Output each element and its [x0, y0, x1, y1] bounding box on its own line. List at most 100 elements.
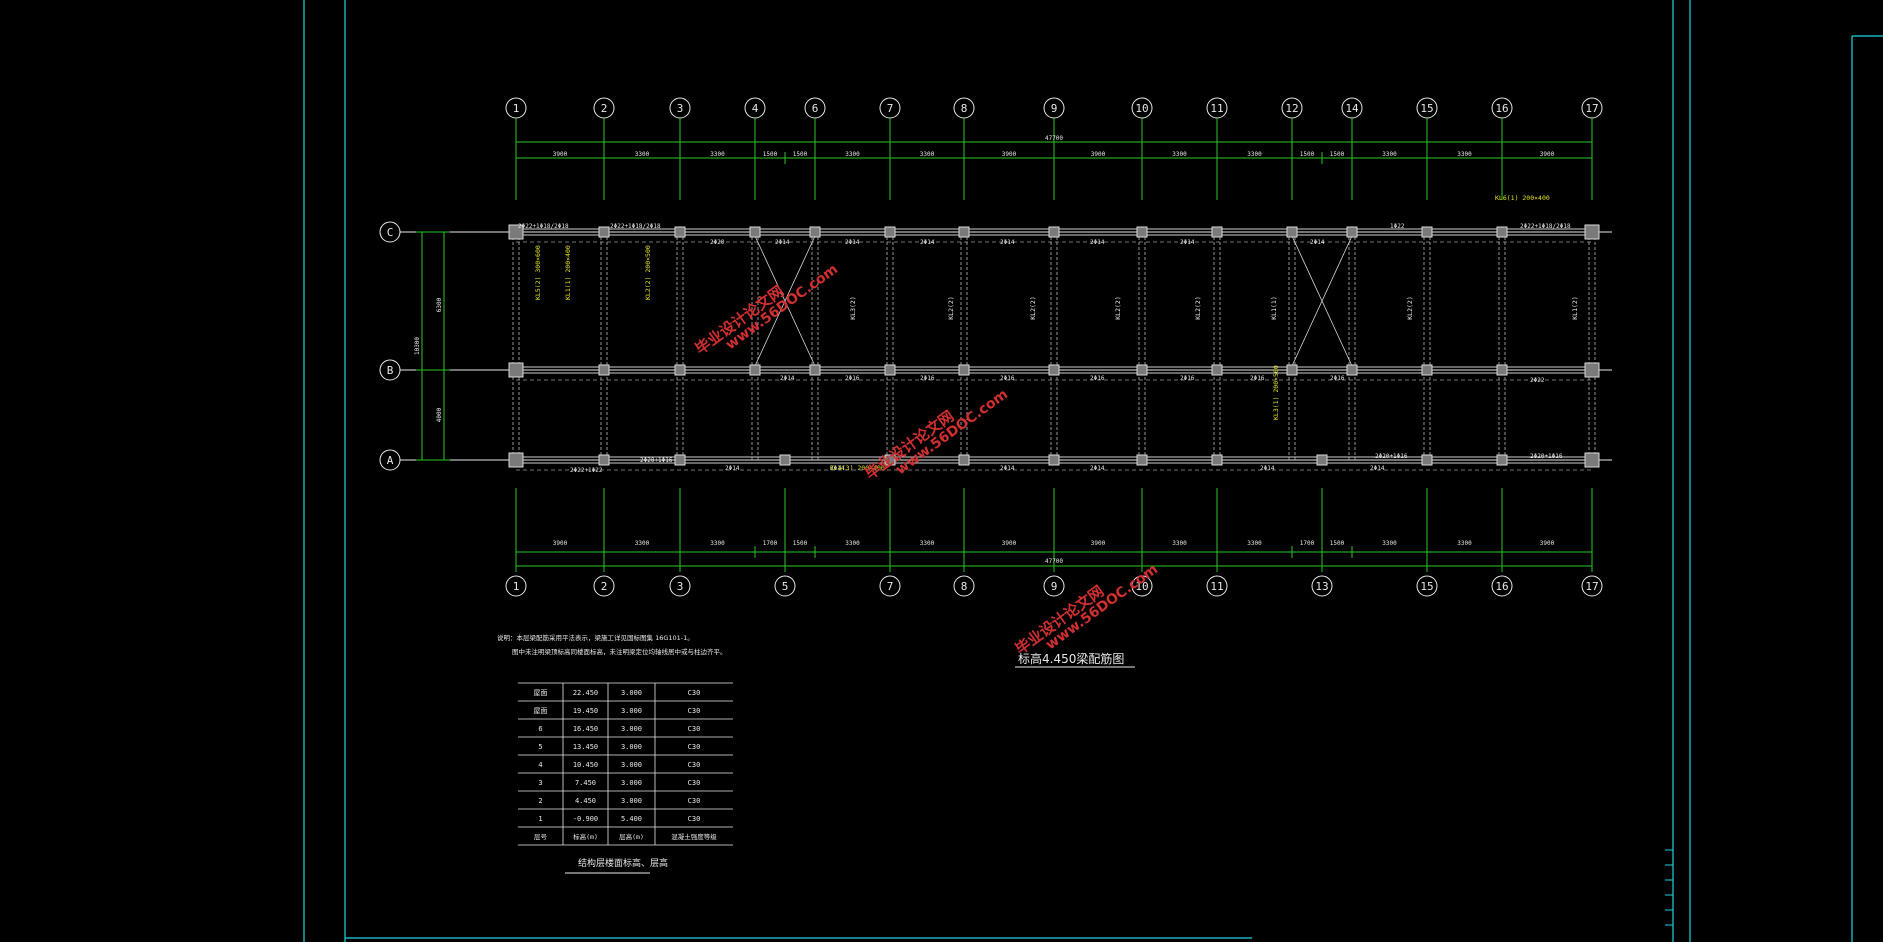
table-cell: 3.000 [621, 725, 642, 733]
beam-label: 2Φ16 [920, 375, 935, 382]
column [1496, 226, 1508, 238]
beam-label-vertical: KL2(2) [1194, 296, 1202, 319]
column [598, 364, 610, 376]
beam-label: 2Φ14 [1260, 465, 1275, 472]
column [674, 364, 686, 376]
table-cell: 3.000 [621, 743, 642, 751]
beam-label: 2Φ14 [1180, 239, 1195, 246]
beam-label: 2Φ22+1Φ18/2Φ18 [610, 223, 661, 230]
column [1048, 454, 1060, 466]
column [1211, 454, 1223, 466]
axis-bubble-bottom-circle [953, 575, 975, 597]
beam-label-vertical: KL2(2) [1406, 296, 1414, 319]
beam-annotation-yellow: KL3(1) 200×500 [1272, 365, 1280, 420]
table-header-cell: 混凝土强度等级 [671, 832, 717, 841]
beam-label: 2Φ14 [780, 375, 795, 382]
axis-bubble-left: B [387, 364, 394, 377]
beam-label: 2Φ14 [1090, 465, 1105, 472]
table-cell: 4 [538, 761, 542, 769]
beam-label: 2Φ14 [1000, 239, 1015, 246]
table-cell: 13.450 [573, 743, 598, 751]
table-cell: C30 [688, 797, 701, 805]
table-cell: 3.000 [621, 689, 642, 697]
table-cell: 16.450 [573, 725, 598, 733]
beam-label: 2Φ14 [845, 239, 860, 246]
axis-bubble-bottom-circle [1043, 575, 1065, 597]
column [1346, 226, 1358, 238]
beam-label: 1Φ22 [1390, 223, 1405, 230]
table-cell: 4.450 [575, 797, 596, 805]
table-cell: 3.000 [621, 797, 642, 805]
column [1136, 454, 1148, 466]
axis-bubble-top: 7 [887, 102, 894, 115]
table-cell: 屋面 [534, 707, 548, 715]
dim-label-top: 3300 [1247, 151, 1262, 158]
dim-label-top: 3300 [635, 151, 650, 158]
dim-label-bottom: 3900 [553, 540, 568, 547]
axis-bubble-top: 15 [1420, 102, 1433, 115]
column [958, 226, 970, 238]
column [809, 226, 821, 238]
column [1136, 364, 1148, 376]
beam-label: 2Φ16 [1250, 375, 1265, 382]
column [1421, 364, 1433, 376]
column [749, 226, 761, 238]
beam-label-vertical: KL1(1) [1270, 296, 1278, 319]
beam-annotation-yellow: KL5(2) 300×600 [534, 245, 542, 300]
dim-label-bottom: 1700 [1300, 540, 1315, 547]
column [1496, 364, 1508, 376]
axis-bubble-bottom-circle [1206, 575, 1228, 597]
title-block-ticks [1665, 849, 1673, 926]
total-dim-bottom: 47700 [1045, 558, 1063, 565]
column [1211, 226, 1223, 238]
axis-bubble-bottom-circle [1311, 575, 1333, 597]
table-cell: 5 [538, 743, 542, 751]
axis-bubble-bottom: 10 [1135, 580, 1148, 593]
beam-label: 2Φ14 [1310, 239, 1325, 246]
beam-annotation-yellow: KL6(1) 200×400 [1495, 194, 1550, 202]
axis-bubble-top: 8 [961, 102, 968, 115]
axis-bubble-left: A [387, 454, 394, 467]
table-cell: C30 [688, 761, 701, 769]
axis-bubble-bottom: 16 [1495, 580, 1508, 593]
axis-bubble-top: 9 [1051, 102, 1058, 115]
beam-label: 2Φ16 [1090, 375, 1105, 382]
axis-bubble-bottom-circle [774, 575, 796, 597]
dim-label-top: 3900 [1540, 151, 1555, 158]
column [1584, 452, 1600, 468]
column [674, 226, 686, 238]
column [958, 364, 970, 376]
axis-bubble-top: 17 [1585, 102, 1598, 115]
column [1211, 364, 1223, 376]
table-cell: 6 [538, 725, 542, 733]
column [1286, 226, 1298, 238]
column [749, 364, 761, 376]
dim-label-left-total: 10300 [414, 337, 421, 355]
dim-label-bottom: 3900 [1091, 540, 1106, 547]
dim-label-top: 3900 [1091, 151, 1106, 158]
column [598, 454, 610, 466]
axis-bubble-bottom: 11 [1210, 580, 1223, 593]
dim-label-bottom: 3900 [1002, 540, 1017, 547]
beam-outlines [512, 228, 1596, 471]
column [884, 226, 896, 238]
table-header-cell: 标高(m) [573, 832, 598, 841]
axis-bubble-top: 16 [1495, 102, 1508, 115]
table-header-cell: 层高(m) [619, 832, 644, 841]
beam-label: 2Φ16 [845, 375, 860, 382]
beam-label: 2Φ16 [1000, 375, 1015, 382]
dim-label-bottom: 3300 [710, 540, 725, 547]
table-cell: 1 [538, 815, 542, 823]
column [1421, 226, 1433, 238]
column [1421, 454, 1433, 466]
dim-label-top: 1500 [1300, 151, 1315, 158]
column [809, 364, 821, 376]
axis-bubble-bottom: 1 [513, 580, 520, 593]
dim-label-left: 4000 [436, 407, 443, 422]
axis-bubble-bottom-circle [879, 575, 901, 597]
table-cell: 屋面 [534, 689, 548, 697]
columns [508, 224, 1600, 468]
